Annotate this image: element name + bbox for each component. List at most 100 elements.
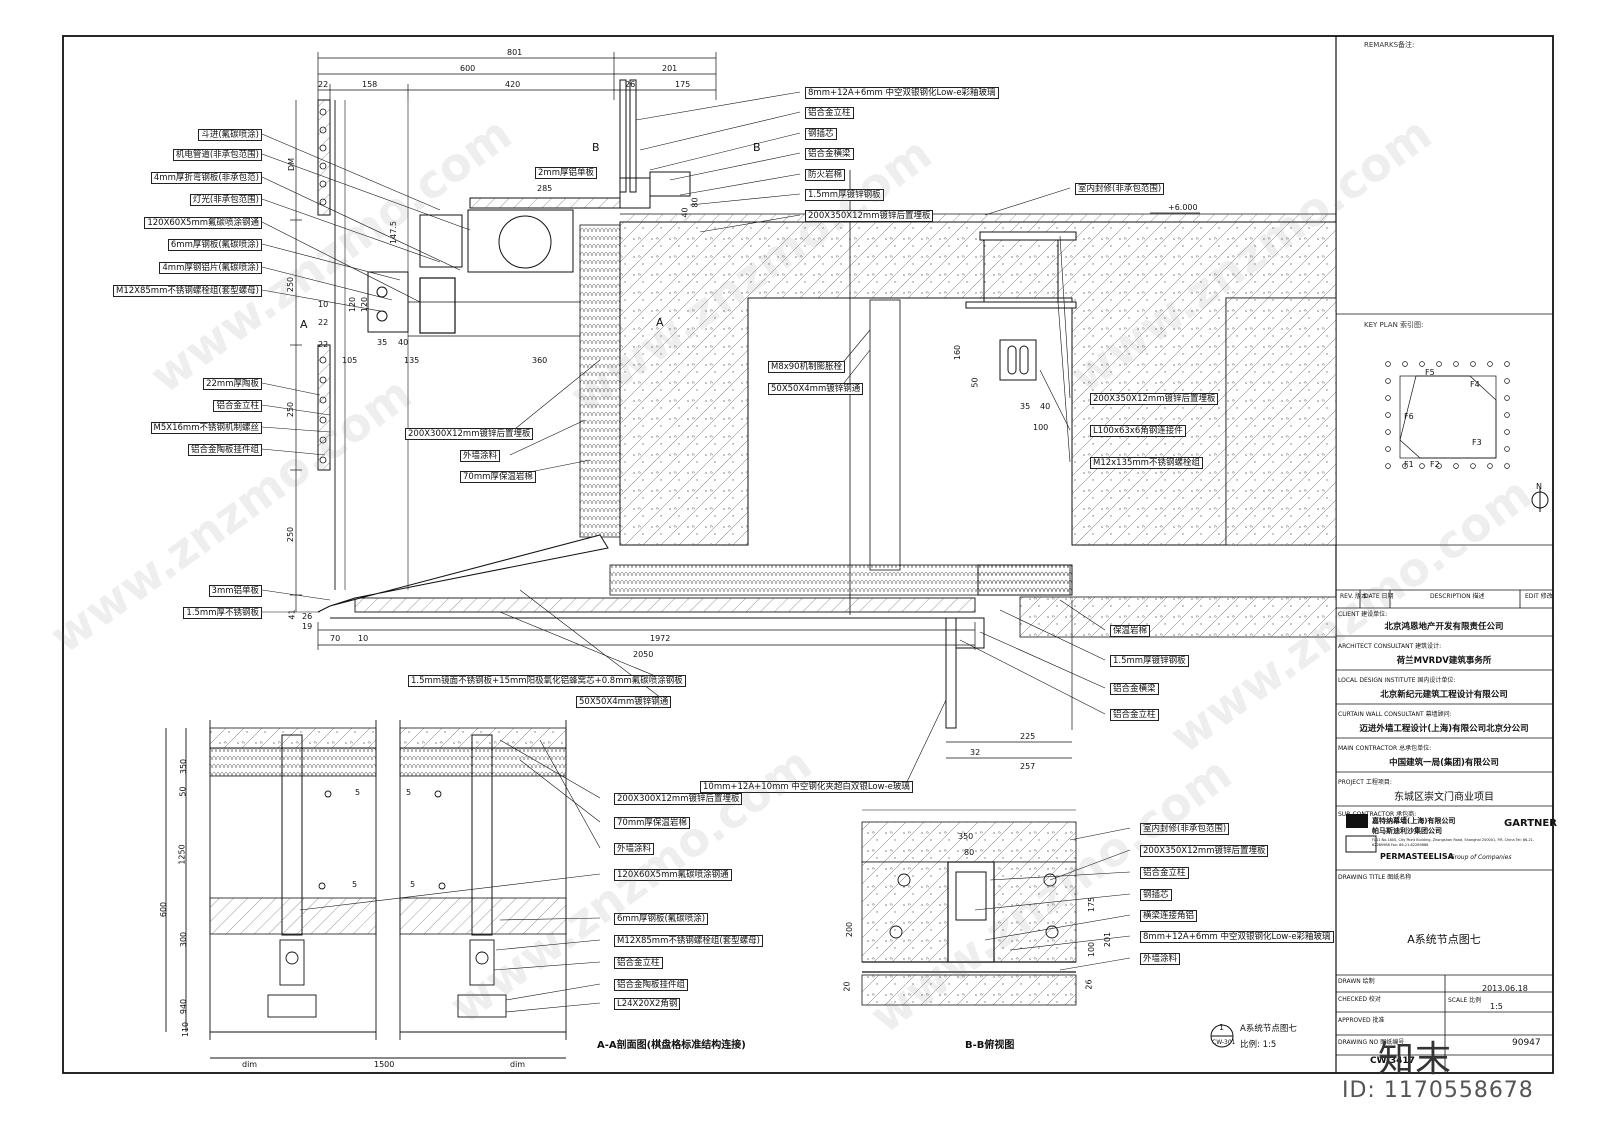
dim-10: 10: [358, 634, 369, 643]
keyplan-grid-dot: [1436, 463, 1442, 469]
brand-logo: 知末: [1378, 1039, 1453, 1080]
client-header: CLIENT 建设单位:: [1338, 611, 1388, 618]
callout-m12-bolt: M12X85mm不锈钢螺栓组(套型螺母): [113, 285, 262, 297]
dim-285: 285: [537, 184, 553, 193]
section-mark-a-1: A: [300, 318, 308, 331]
approved-label: APPROVED 批准: [1338, 1017, 1385, 1024]
dim-135: 135: [404, 356, 420, 365]
main-header: MAIN CONTRACTOR 总承包单位:: [1338, 745, 1432, 752]
keyplan-f1: F1: [1404, 460, 1414, 469]
rev-h-desc: DESCRIPTION 描述: [1430, 593, 1485, 600]
keyplan-f3: F3: [1472, 438, 1482, 447]
callout-interior-finish: 室内封修(非承包范围): [1075, 183, 1165, 195]
bb-dim-20: 20: [842, 981, 852, 992]
aa-plate: 6mm厚钢板(氟碳喷涂): [614, 913, 709, 925]
north-arrow: N: [1536, 482, 1542, 491]
cw-header: CURTAIN WALL CONSULTANT 幕墙顾问:: [1338, 711, 1452, 718]
dim-32: 32: [970, 748, 981, 757]
callout-glass-top: 8mm+12A+6mm 中空双银钢化Low-e彩釉玻璃: [805, 87, 999, 99]
drawing-no-value: CW-3417: [1370, 1056, 1415, 1066]
dim-22-b: 22: [318, 318, 329, 327]
scale-value: 1:5: [1490, 1002, 1503, 1011]
bb-transom-angle: 横梁连接角铝: [1140, 910, 1198, 922]
callout-embed-plate: 200X350X12mm镀锌后置埋板: [805, 210, 934, 222]
aa-title: A-A剖面图(棋盘格标准结构连接): [597, 1040, 746, 1051]
dim-250-a: 250: [286, 276, 296, 293]
local-name: 北京新纪元建筑工程设计有限公司: [1380, 690, 1508, 700]
aa-dim-300: 300: [179, 931, 189, 948]
section-mark-a-2: A: [656, 316, 664, 329]
keyplan-grid-dot: [1504, 463, 1510, 469]
bb-dim-350: 350: [958, 832, 974, 841]
sub-header: SUB-CONTRACTOR 承包商:: [1338, 811, 1417, 818]
rev-h-date: DATE 日期: [1364, 593, 1394, 600]
level-mark: +6.000: [1168, 203, 1198, 212]
dim-120-b: 120: [360, 296, 370, 313]
aa-rockwool: 70mm厚保温岩棉: [614, 817, 690, 829]
callout-6mm-plate: 6mm厚钢板(氟碳喷涂): [167, 239, 262, 251]
dim-120-a: 120: [348, 296, 358, 313]
dim-26: 26: [302, 612, 313, 621]
callout-firestop: 防火岩棉: [805, 169, 846, 181]
dim-201: 201: [662, 64, 678, 73]
dim-1972: 1972: [650, 634, 671, 643]
sub-group: PERMASTEELISA: [1380, 852, 1454, 861]
dim-35: 35: [377, 338, 388, 347]
dim-250-b: 250: [286, 401, 296, 418]
callout-steel-tube: 120X60X5mm氟碳喷涂钢通: [144, 217, 262, 229]
callout-top-mullion: 铝合金立柱: [805, 107, 854, 119]
aa-dim-1250: 1250: [177, 844, 187, 865]
rev-h-edit: EDIT 修改: [1525, 593, 1553, 600]
dim-19: 19: [302, 622, 313, 631]
aa-embed: 200X300X12mm镀锌后置埋板: [614, 793, 743, 805]
aa-angle: L24X20X2角钢: [614, 998, 681, 1010]
keyplan-grid-dot: [1487, 463, 1493, 469]
aa-weld-2: 5: [406, 788, 412, 797]
bb-paint: 外墙涂料: [1140, 953, 1181, 965]
callout-composite-panel: 1.5mm镜面不锈钢板+15mm阳极氧化铝蜂窝芯+0.8mm氟碳喷涂钢板: [408, 675, 686, 687]
callout-lighting: 灯光(非承包范围): [189, 194, 262, 206]
keyplan-grid-dot: [1436, 361, 1442, 367]
keyplan-grid-dot: [1402, 463, 1408, 469]
dim-801: 801: [507, 48, 523, 57]
dim-250-c: 250: [286, 526, 296, 543]
bb-mullion: 铝合金立柱: [1140, 867, 1189, 879]
callout-galv-15: 1.5mm厚镀锌钢板: [1110, 655, 1189, 667]
callout-bent-plate: 4mm厚折弯钢板(非承包范): [150, 172, 262, 184]
keyplan-grid-dot: [1385, 463, 1391, 469]
callout-steel-insert: 钢插芯: [805, 128, 837, 140]
aa-paint: 外墙涂料: [614, 843, 655, 855]
sub-cn-2: 帕马斯迪利沙集团公司: [1372, 827, 1442, 835]
keyplan-f2: F2: [1430, 460, 1440, 469]
callout-insulation: 保温岩棉: [1110, 625, 1151, 637]
callout-lower-glass: 10mm+12A+10mm 中空钢化夹超白双银Low-e玻璃: [700, 781, 913, 793]
keyplan-f5: F5: [1425, 368, 1435, 377]
aa-dim-left: dim: [242, 1060, 258, 1069]
bb-title: B-B俯视图: [965, 1040, 1015, 1051]
aa-weld-1: 5: [355, 788, 361, 797]
dim-257: 257: [1020, 762, 1036, 771]
sheet-value: 90947: [1512, 1038, 1541, 1048]
keyplan-f6: F6: [1404, 412, 1414, 421]
keyplan-grid-dot: [1385, 429, 1391, 435]
callout-4mm-fin: 4mm厚钢铝片(氟碳喷涂): [159, 262, 262, 274]
keyplan-grid-dot: [1453, 361, 1459, 367]
aa-hanger: 铝合金陶板挂件组: [614, 979, 689, 991]
callout-mullion: 铝合金立柱: [213, 400, 262, 412]
architect-name: 荷兰MVRDV建筑事务所: [1396, 656, 1492, 666]
remarks-label: REMARKS备注:: [1364, 41, 1415, 49]
bb-glass: 8mm+12A+6mm 中空双银钢化Low-e彩釉玻璃: [1140, 931, 1334, 943]
dim-40-b: 40: [680, 207, 690, 218]
dim-600: 600: [460, 64, 476, 73]
dim-dm: DM: [287, 157, 297, 172]
callout-ceramic: 22mm厚陶板: [203, 378, 262, 390]
callout-2mm-alu: 2mm厚铝单板: [535, 167, 597, 179]
bb-insert: 钢插芯: [1140, 889, 1172, 901]
dim-40: 40: [1040, 402, 1051, 411]
callout-angle: L100x63x6角钢连接件: [1090, 425, 1186, 437]
callout-gutter: 斗进(氟碳喷涂): [198, 129, 262, 141]
client-name: 北京鸿恩地产开发有限责任公司: [1384, 622, 1504, 632]
dim-360: 360: [532, 356, 548, 365]
keyplan-grid-dot: [1402, 361, 1408, 367]
drawing-title: A系统节点图七: [1407, 933, 1481, 946]
